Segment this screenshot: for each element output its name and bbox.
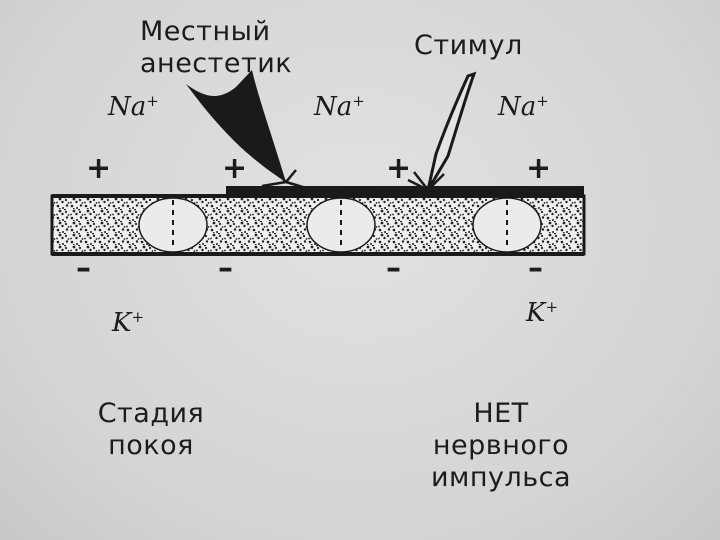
ion-symbol: K <box>112 308 131 338</box>
sodium-ion-label: Na+ <box>108 92 159 122</box>
resting-state-line-2: покоя <box>86 430 216 462</box>
negative-charge-sign: – <box>386 254 401 284</box>
ion-symbol: Na <box>314 92 352 122</box>
positive-charge-sign: + <box>386 154 411 184</box>
channel-2 <box>307 198 375 252</box>
ion-charge: + <box>352 92 365 110</box>
negative-charge-sign: – <box>76 254 91 284</box>
sodium-ion-label: Na+ <box>314 92 365 122</box>
positive-charge-sign: + <box>222 154 247 184</box>
ion-symbol: K <box>526 298 545 328</box>
negative-charge-sign: – <box>528 254 543 284</box>
potassium-ion-label: K+ <box>526 298 558 328</box>
ion-charge: + <box>536 92 549 110</box>
local-anesthetic-line-2: анестетик <box>140 48 292 80</box>
ion-charge: + <box>146 92 159 110</box>
resting-state-line-1: Стадия <box>86 398 216 430</box>
channel-3 <box>473 198 541 252</box>
positive-charge-sign: + <box>86 154 111 184</box>
positive-charge-sign: + <box>526 154 551 184</box>
ion-symbol: Na <box>108 92 146 122</box>
channel-1 <box>139 198 207 252</box>
potassium-ion-label: K+ <box>112 308 144 338</box>
resting-state-caption: Стадия покоя <box>86 398 216 462</box>
ion-symbol: Na <box>498 92 536 122</box>
no-impulse-line-2: нервного <box>416 430 586 462</box>
ion-charge: + <box>545 298 558 316</box>
local-anesthetic-label: Местный анестетик <box>140 16 292 80</box>
no-impulse-line-1: НЕТ <box>416 398 586 430</box>
local-anesthetic-line-1: Местный <box>140 16 292 48</box>
ion-charge: + <box>131 308 144 326</box>
no-impulse-caption: НЕТ нервного импульса <box>416 398 586 494</box>
stimulus-electrode-icon <box>408 74 474 190</box>
negative-charge-sign: – <box>218 254 233 284</box>
stimulus-label: Стимул <box>414 30 523 62</box>
sodium-ion-label: Na+ <box>498 92 549 122</box>
no-impulse-line-3: импульса <box>416 462 586 494</box>
